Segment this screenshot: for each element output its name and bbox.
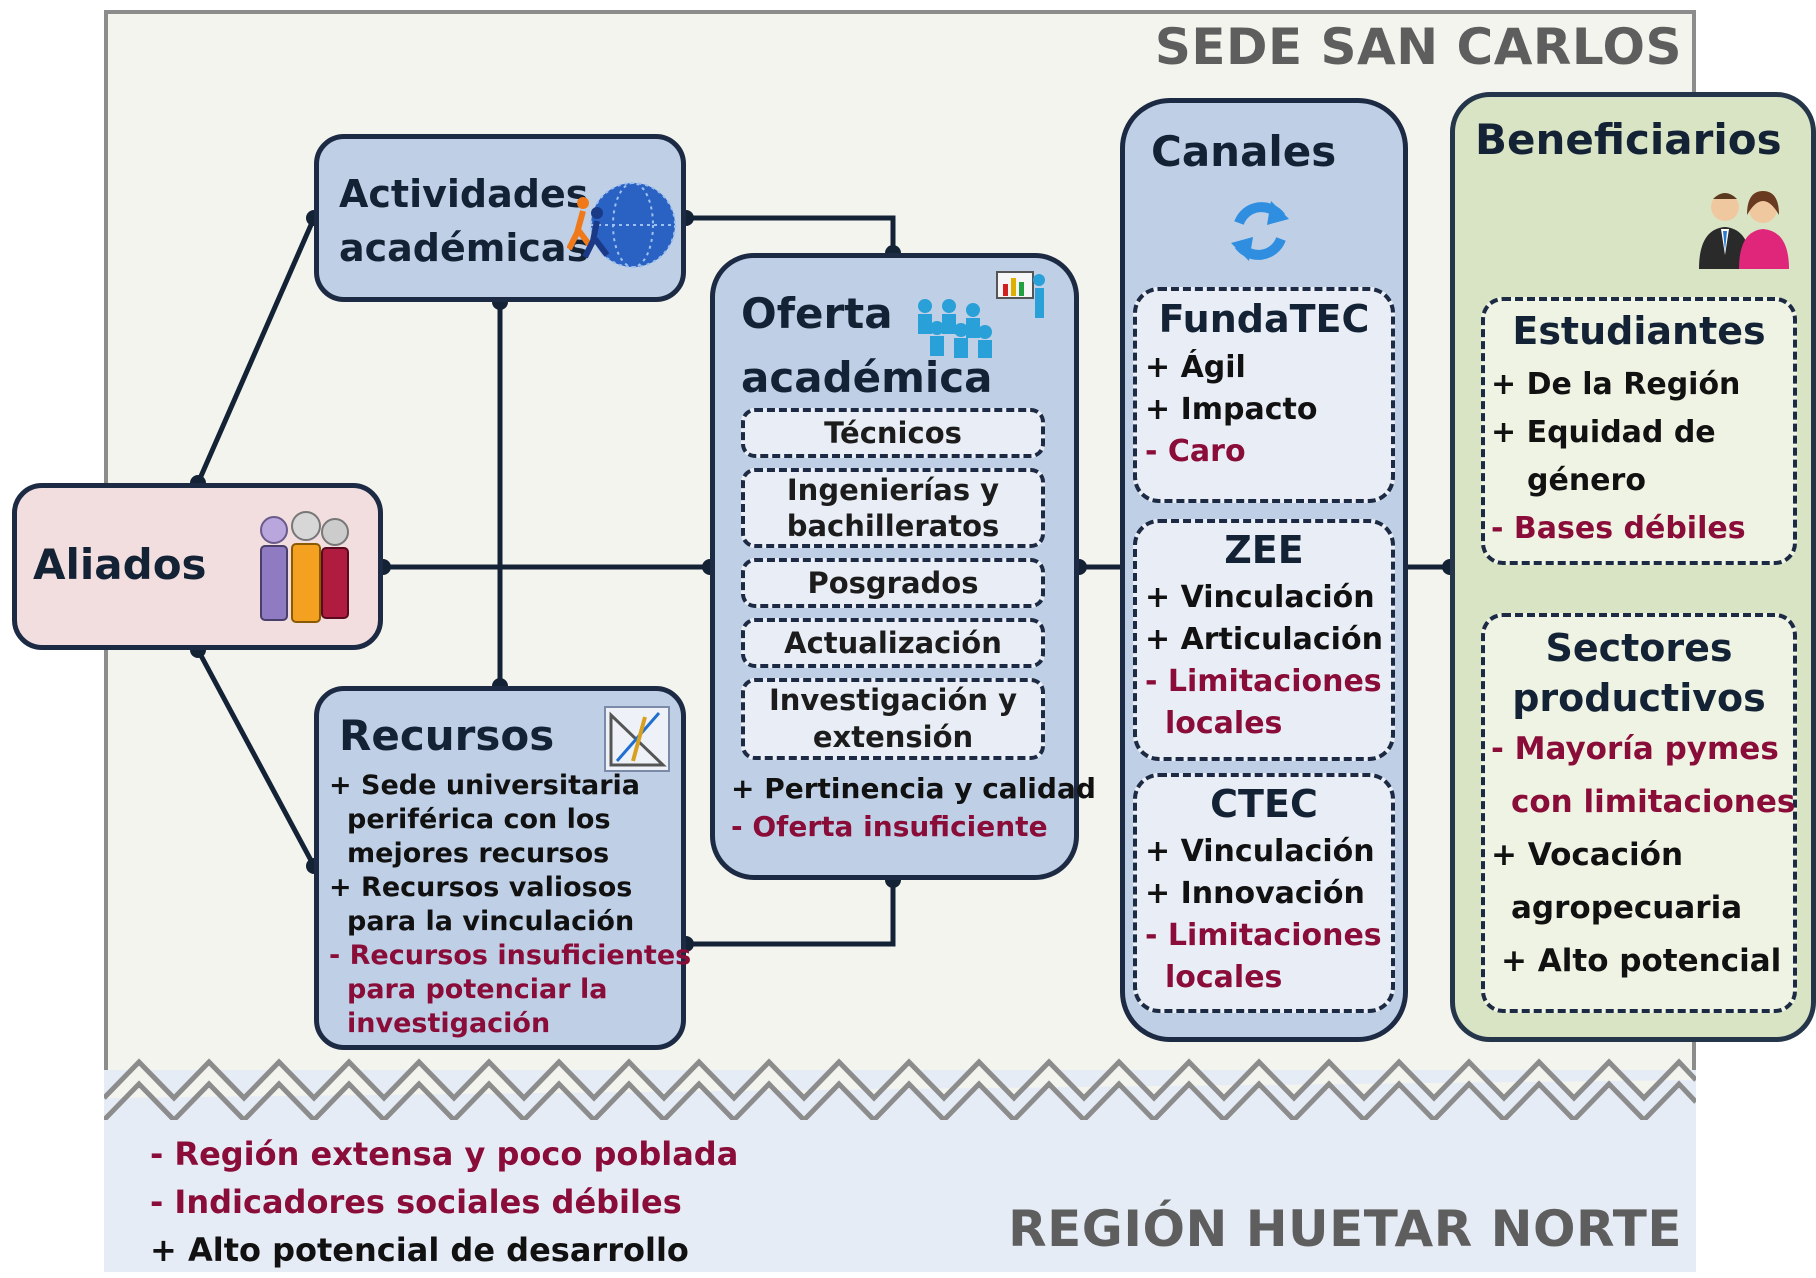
oferta-item-label: Técnicos	[824, 416, 962, 450]
globe-runners-icon	[567, 182, 676, 268]
recursos-box: Recursos + Sede universitaria periférica…	[314, 686, 691, 1050]
sectores-box: Sectores productivos - Mayoría pymes con…	[1481, 613, 1797, 1013]
oferta-item-ingenierias: Ingenierías y bachilleratos	[741, 468, 1045, 548]
recursos-line: para la vinculación	[347, 906, 635, 937]
canal-line: + Impacto	[1145, 392, 1318, 427]
oferta-title: Oferta académica	[741, 282, 993, 410]
canal-line: - Limitaciones	[1145, 918, 1382, 953]
estudiantes-line: - Bases débiles	[1491, 511, 1746, 546]
sectores-title: Sectores productivos	[1485, 617, 1793, 723]
canal-fundatec: FundaTEC + Ágil + Impacto - Caro	[1133, 287, 1395, 503]
estudiantes-line: género	[1527, 463, 1646, 498]
oferta-item-label: Posgrados	[807, 566, 979, 600]
beneficiarios-box: Beneficiarios Estudiantes + De la Región…	[1450, 92, 1816, 1042]
estudiantes-line: + De la Región	[1491, 367, 1741, 402]
region-notes: - Región extensa y poco poblada - Indica…	[150, 1130, 738, 1274]
sectores-line: - Mayoría pymes	[1491, 731, 1779, 767]
region-note: - Región extensa y poco poblada	[150, 1135, 739, 1173]
oferta-item-tecnicos: Técnicos	[741, 408, 1045, 458]
canal-line: + Vinculación	[1145, 580, 1375, 615]
canal-line: - Caro	[1145, 434, 1246, 469]
business-people-icon	[1699, 191, 1789, 269]
sectores-line: + Vocación	[1491, 837, 1684, 873]
estudiantes-box: Estudiantes + De la Región + Equidad de …	[1481, 297, 1797, 565]
canal-ctec: CTEC + Vinculación + Innovación - Limita…	[1133, 773, 1395, 1013]
beneficiarios-title: Beneficiarios	[1475, 115, 1782, 164]
drafting-tools-icon	[604, 706, 670, 772]
recursos-title: Recursos	[339, 711, 555, 760]
canal-line: locales	[1165, 960, 1283, 995]
region-note: + Alto potencial de desarrollo	[150, 1231, 689, 1269]
canal-line: + Vinculación	[1145, 834, 1375, 869]
people-group-icon	[260, 511, 349, 623]
canal-title: FundaTEC	[1158, 297, 1370, 341]
oferta-box: Oferta académica Técnicos Ingenierías y …	[710, 253, 1096, 880]
region-title: REGIÓN HUETAR NORTE	[1008, 1200, 1682, 1258]
oferta-item-label: bachilleratos	[786, 509, 1000, 543]
recursos-line: para potenciar la	[347, 974, 608, 1005]
sede-title: SEDE SAN CARLOS	[1154, 18, 1682, 76]
region-note: - Indicadores sociales débiles	[150, 1183, 682, 1221]
sectores-title-line: Sectores	[1545, 626, 1733, 670]
sectores-line: + Alto potencial	[1501, 943, 1782, 979]
oferta-note: + Pertinencia y calidad	[731, 772, 1096, 805]
actividades-box: Actividades académicas	[314, 134, 686, 302]
recursos-line: investigación	[347, 1008, 551, 1039]
oferta-note: - Oferta insuficiente	[731, 810, 1048, 843]
canal-line: + Innovación	[1145, 876, 1365, 911]
canal-title: ZEE	[1224, 528, 1304, 572]
estudiantes-line: + Equidad de	[1491, 415, 1716, 450]
canal-line: + Ágil	[1145, 350, 1246, 385]
canal-zee: ZEE + Vinculación + Articulación - Limit…	[1133, 519, 1395, 761]
recursos-line: + Recursos valiosos	[329, 872, 633, 903]
estudiantes-title: Estudiantes	[1512, 309, 1766, 353]
canal-title: CTEC	[1210, 782, 1318, 826]
oferta-title-line: Oferta	[741, 289, 893, 338]
sectores-line: agropecuaria	[1511, 890, 1743, 926]
recursos-lines: + Sede universitaria periférica con los …	[329, 769, 691, 1041]
zigzag-boundary	[104, 1058, 1696, 1120]
sectores-title-line: productivos	[1512, 676, 1766, 720]
recursos-line: + Sede universitaria	[329, 770, 640, 801]
refresh-arrows-icon	[1231, 201, 1289, 261]
aliados-title: Aliados	[33, 540, 207, 589]
actividades-title: Actividades académicas	[339, 167, 589, 275]
aliados-box: Aliados	[12, 483, 383, 650]
recursos-line: - Recursos insuficientes	[329, 940, 692, 971]
classroom-presentation-icon	[918, 271, 1045, 358]
oferta-item-actualizacion: Actualización	[741, 618, 1045, 668]
canal-line: locales	[1165, 706, 1283, 741]
actividades-title-line: Actividades	[339, 172, 589, 216]
canales-title: Canales	[1151, 127, 1337, 176]
oferta-item-label: Actualización	[784, 626, 1002, 660]
actividades-title-line: académicas	[339, 226, 590, 270]
oferta-item-label: extensión	[812, 720, 974, 754]
canales-box: Canales FundaTEC + Ágil + Impacto - Caro…	[1120, 98, 1408, 1042]
canal-line: + Articulación	[1145, 622, 1383, 657]
oferta-item-investigacion: Investigación y extensión	[741, 678, 1045, 760]
oferta-item-posgrados: Posgrados	[741, 558, 1045, 608]
oferta-notes: + Pertinencia y calidad - Oferta insufic…	[731, 770, 1096, 846]
recursos-line: mejores recursos	[347, 838, 610, 869]
recursos-line: periférica con los	[347, 804, 611, 835]
oferta-item-label: Investigación y	[768, 683, 1018, 717]
sectores-line: con limitaciones	[1511, 784, 1796, 820]
oferta-item-label: Ingenierías y	[786, 473, 1000, 507]
canal-line: - Limitaciones	[1145, 664, 1382, 699]
oferta-title-line: académica	[741, 353, 993, 402]
